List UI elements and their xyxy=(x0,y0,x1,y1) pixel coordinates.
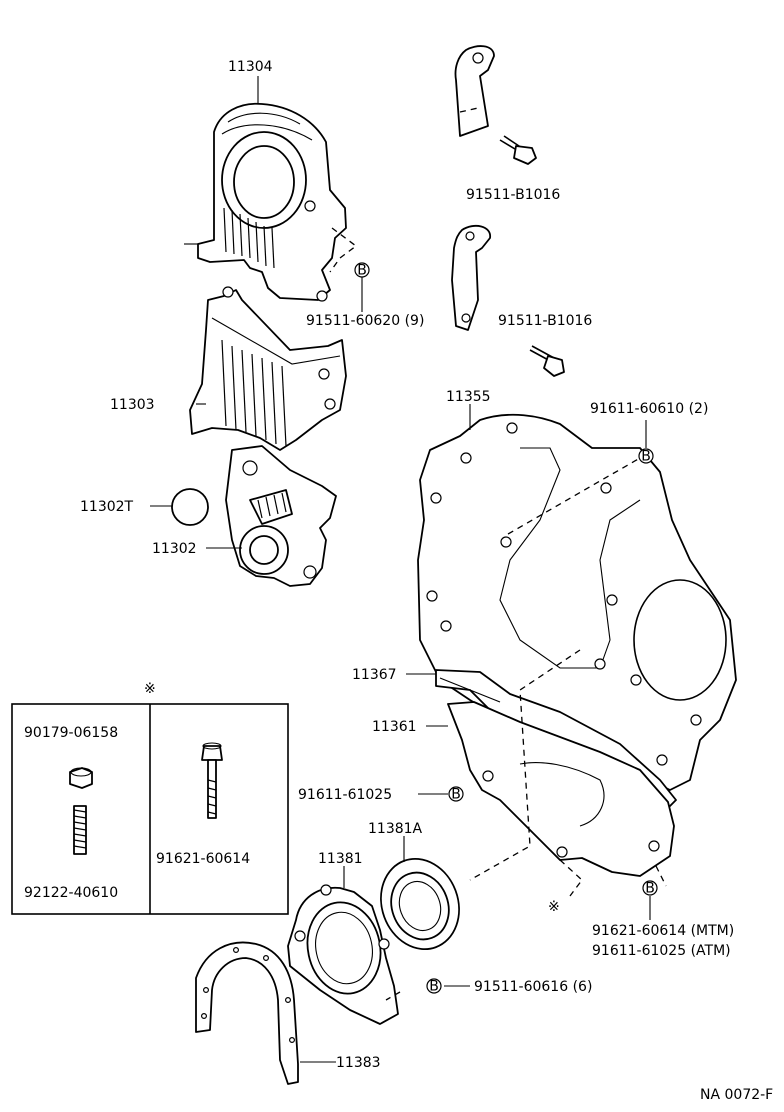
label-11381: 11381 xyxy=(318,851,363,867)
label-91611-61025-atm: 91611-61025 (ATM) xyxy=(592,943,731,959)
note-mark-bottom: ※ xyxy=(548,899,560,915)
badge-b-mtm-atm: B xyxy=(642,880,658,897)
label-91611-60610: 91611-60610 (2) xyxy=(590,401,708,417)
label-11304: 11304 xyxy=(228,59,273,75)
cover-ribs xyxy=(223,207,275,269)
middle-cover-ribs xyxy=(221,339,287,447)
bracket-lower xyxy=(451,224,491,331)
label-92122-40610: 92122-40610 xyxy=(24,885,118,901)
dashed-leaders xyxy=(329,227,667,1001)
label-91611-61025: 91611-61025 xyxy=(298,787,392,803)
label-91511-60620: 91511-60620 (9) xyxy=(306,313,424,329)
lower-plate-11361 xyxy=(447,701,675,877)
label-11302T: 11302T xyxy=(80,499,134,515)
gauge-marks xyxy=(249,489,293,525)
timing-cover-middle-11303 xyxy=(189,286,347,451)
nut-icon xyxy=(69,767,93,789)
label-91511-60616: 91511-60616 (6) xyxy=(474,979,592,995)
bolt-icon xyxy=(201,742,223,819)
timing-cover-upper-11304 xyxy=(184,102,347,302)
label-11367: 11367 xyxy=(352,667,397,683)
bolt-b1016-lower xyxy=(529,345,565,377)
seal-retainer-11381 xyxy=(287,884,399,1025)
plug-11302T xyxy=(171,488,209,526)
inset-box xyxy=(11,703,289,915)
badge-letter: B xyxy=(641,449,651,465)
label-11381A: 11381A xyxy=(368,821,423,837)
label-91621-60614-box: 91621-60614 xyxy=(156,851,250,867)
gasket-11383 xyxy=(195,941,299,1085)
bracket-upper xyxy=(454,45,495,137)
label-11355: 11355 xyxy=(446,389,491,405)
leader-lines xyxy=(150,76,651,1063)
label-91511-b1016-upper: 91511-B1016 xyxy=(466,187,560,203)
badge-b-60616: B xyxy=(426,978,442,995)
label-91621-60614-mtm: 91621-60614 (MTM) xyxy=(592,923,734,939)
badge-letter: B xyxy=(429,979,439,995)
label-90179-06158: 90179-06158 xyxy=(24,725,118,741)
badge-letter: B xyxy=(451,787,461,803)
label-11302: 11302 xyxy=(152,541,197,557)
label-11383: 11383 xyxy=(336,1055,381,1071)
badge-b-61025: B xyxy=(448,786,464,803)
timing-cover-lower-11302 xyxy=(225,445,337,587)
bolt-b1016-upper xyxy=(499,135,537,165)
label-11361: 11361 xyxy=(372,719,417,735)
note-mark-top: ※ xyxy=(144,681,156,697)
badge-b-60610: B xyxy=(638,448,654,465)
badge-b-60620: B xyxy=(354,262,370,279)
badge-letter: B xyxy=(645,881,655,897)
oil-seal-11381A xyxy=(380,857,460,951)
reference-code: NA 0072-F xyxy=(700,1087,773,1103)
badge-letter: B xyxy=(357,263,367,279)
label-11303: 11303 xyxy=(110,397,155,413)
stud-icon xyxy=(73,805,87,855)
end-plate-holes xyxy=(426,422,702,766)
label-91511-b1016-lower: 91511-B1016 xyxy=(498,313,592,329)
